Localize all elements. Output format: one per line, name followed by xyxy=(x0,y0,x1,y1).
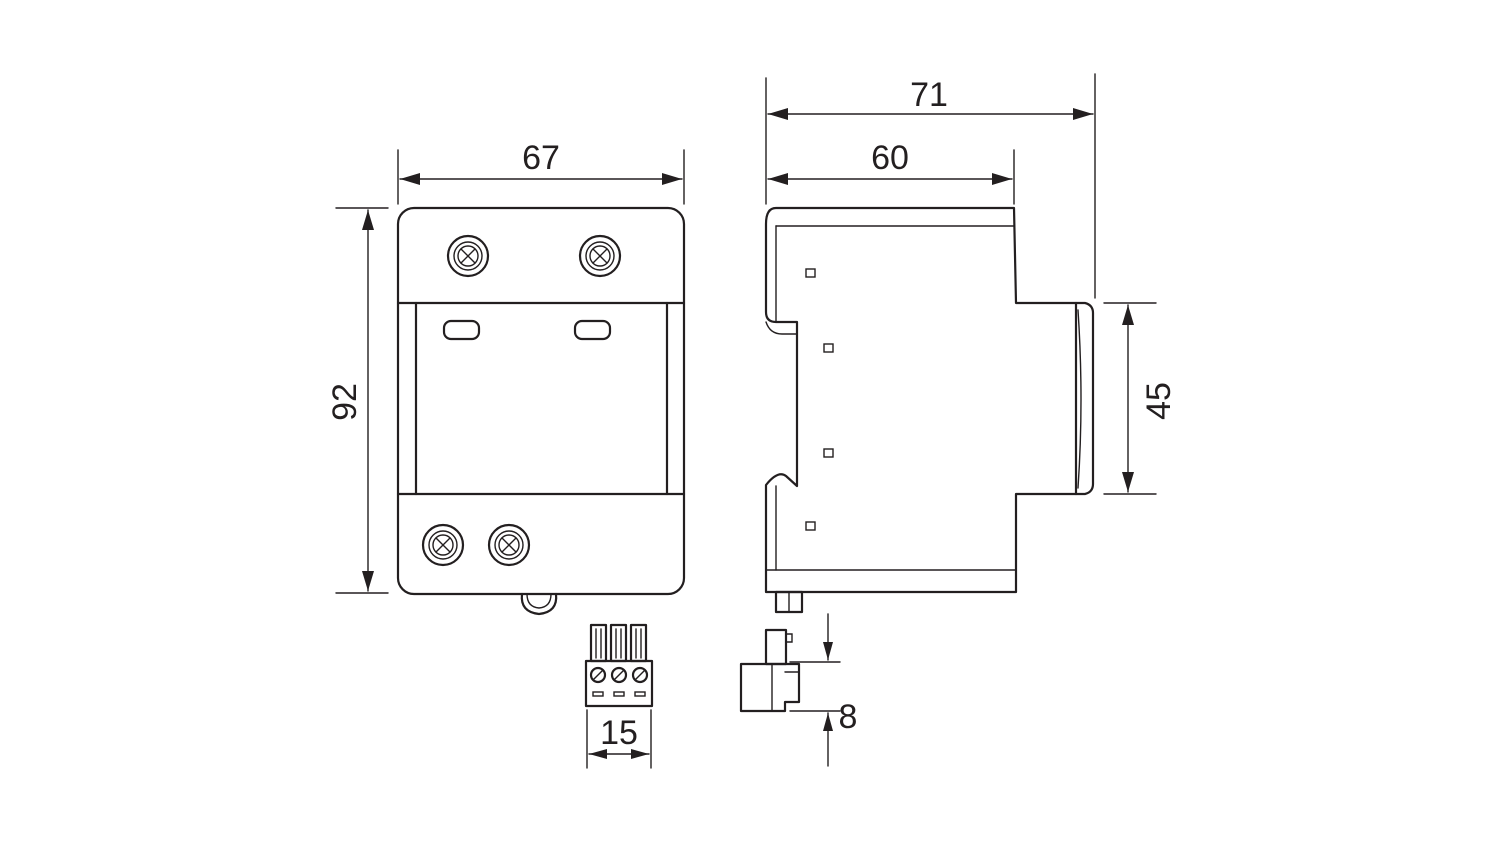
dimension-side-body-depth: 60 xyxy=(767,139,1015,205)
din-clip-tab-inner xyxy=(526,593,552,609)
side-vent-marker xyxy=(805,268,816,278)
dimension-label-side-body-depth: 60 xyxy=(871,139,909,177)
side-upper-notch xyxy=(765,321,798,335)
front-view xyxy=(396,206,686,616)
dimension-label-side-front-height: 45 xyxy=(1140,382,1178,420)
dimension-side-front-height: 45 xyxy=(1103,302,1178,495)
side-vent-marker xyxy=(823,343,834,353)
dimension-side-total-depth: 71 xyxy=(765,73,1096,299)
connector-side-view xyxy=(739,628,801,713)
connector-body xyxy=(584,659,654,708)
screw-icon xyxy=(578,234,622,278)
connector-side-pin xyxy=(764,628,788,666)
dimension-label-connector-offset: 8 xyxy=(839,698,858,736)
screw-icon xyxy=(421,523,465,567)
dimension-label-front-width: 67 xyxy=(522,139,560,177)
side-front-cover xyxy=(1074,301,1095,496)
connector-side-body xyxy=(739,662,801,713)
dimension-label-front-height: 92 xyxy=(326,383,364,421)
dimension-connector-offset: 8 xyxy=(789,613,858,767)
din-clip-tab xyxy=(520,592,558,616)
connector-screw-icon xyxy=(589,666,607,684)
side-view xyxy=(764,206,1095,614)
front-body-outline xyxy=(396,206,686,596)
connector-screw-icon xyxy=(610,666,628,684)
side-front-cover-inner xyxy=(1077,309,1082,489)
connector-front-view xyxy=(584,623,654,708)
indicator-window-right xyxy=(573,319,612,341)
connector-screw-icon xyxy=(631,666,649,684)
dimension-connector-width: 15 xyxy=(586,709,652,769)
dimension-label-connector-width: 15 xyxy=(600,714,638,752)
dimension-front-height: 92 xyxy=(326,207,389,594)
dimension-label-side-total-depth: 71 xyxy=(910,76,948,114)
screw-icon xyxy=(487,523,531,567)
indicator-window-left xyxy=(442,319,481,341)
side-vent-marker xyxy=(823,448,834,458)
side-vent-marker xyxy=(805,521,816,531)
dimension-front-width: 67 xyxy=(397,139,685,205)
screw-icon xyxy=(446,234,490,278)
side-body-outline xyxy=(764,206,1078,594)
